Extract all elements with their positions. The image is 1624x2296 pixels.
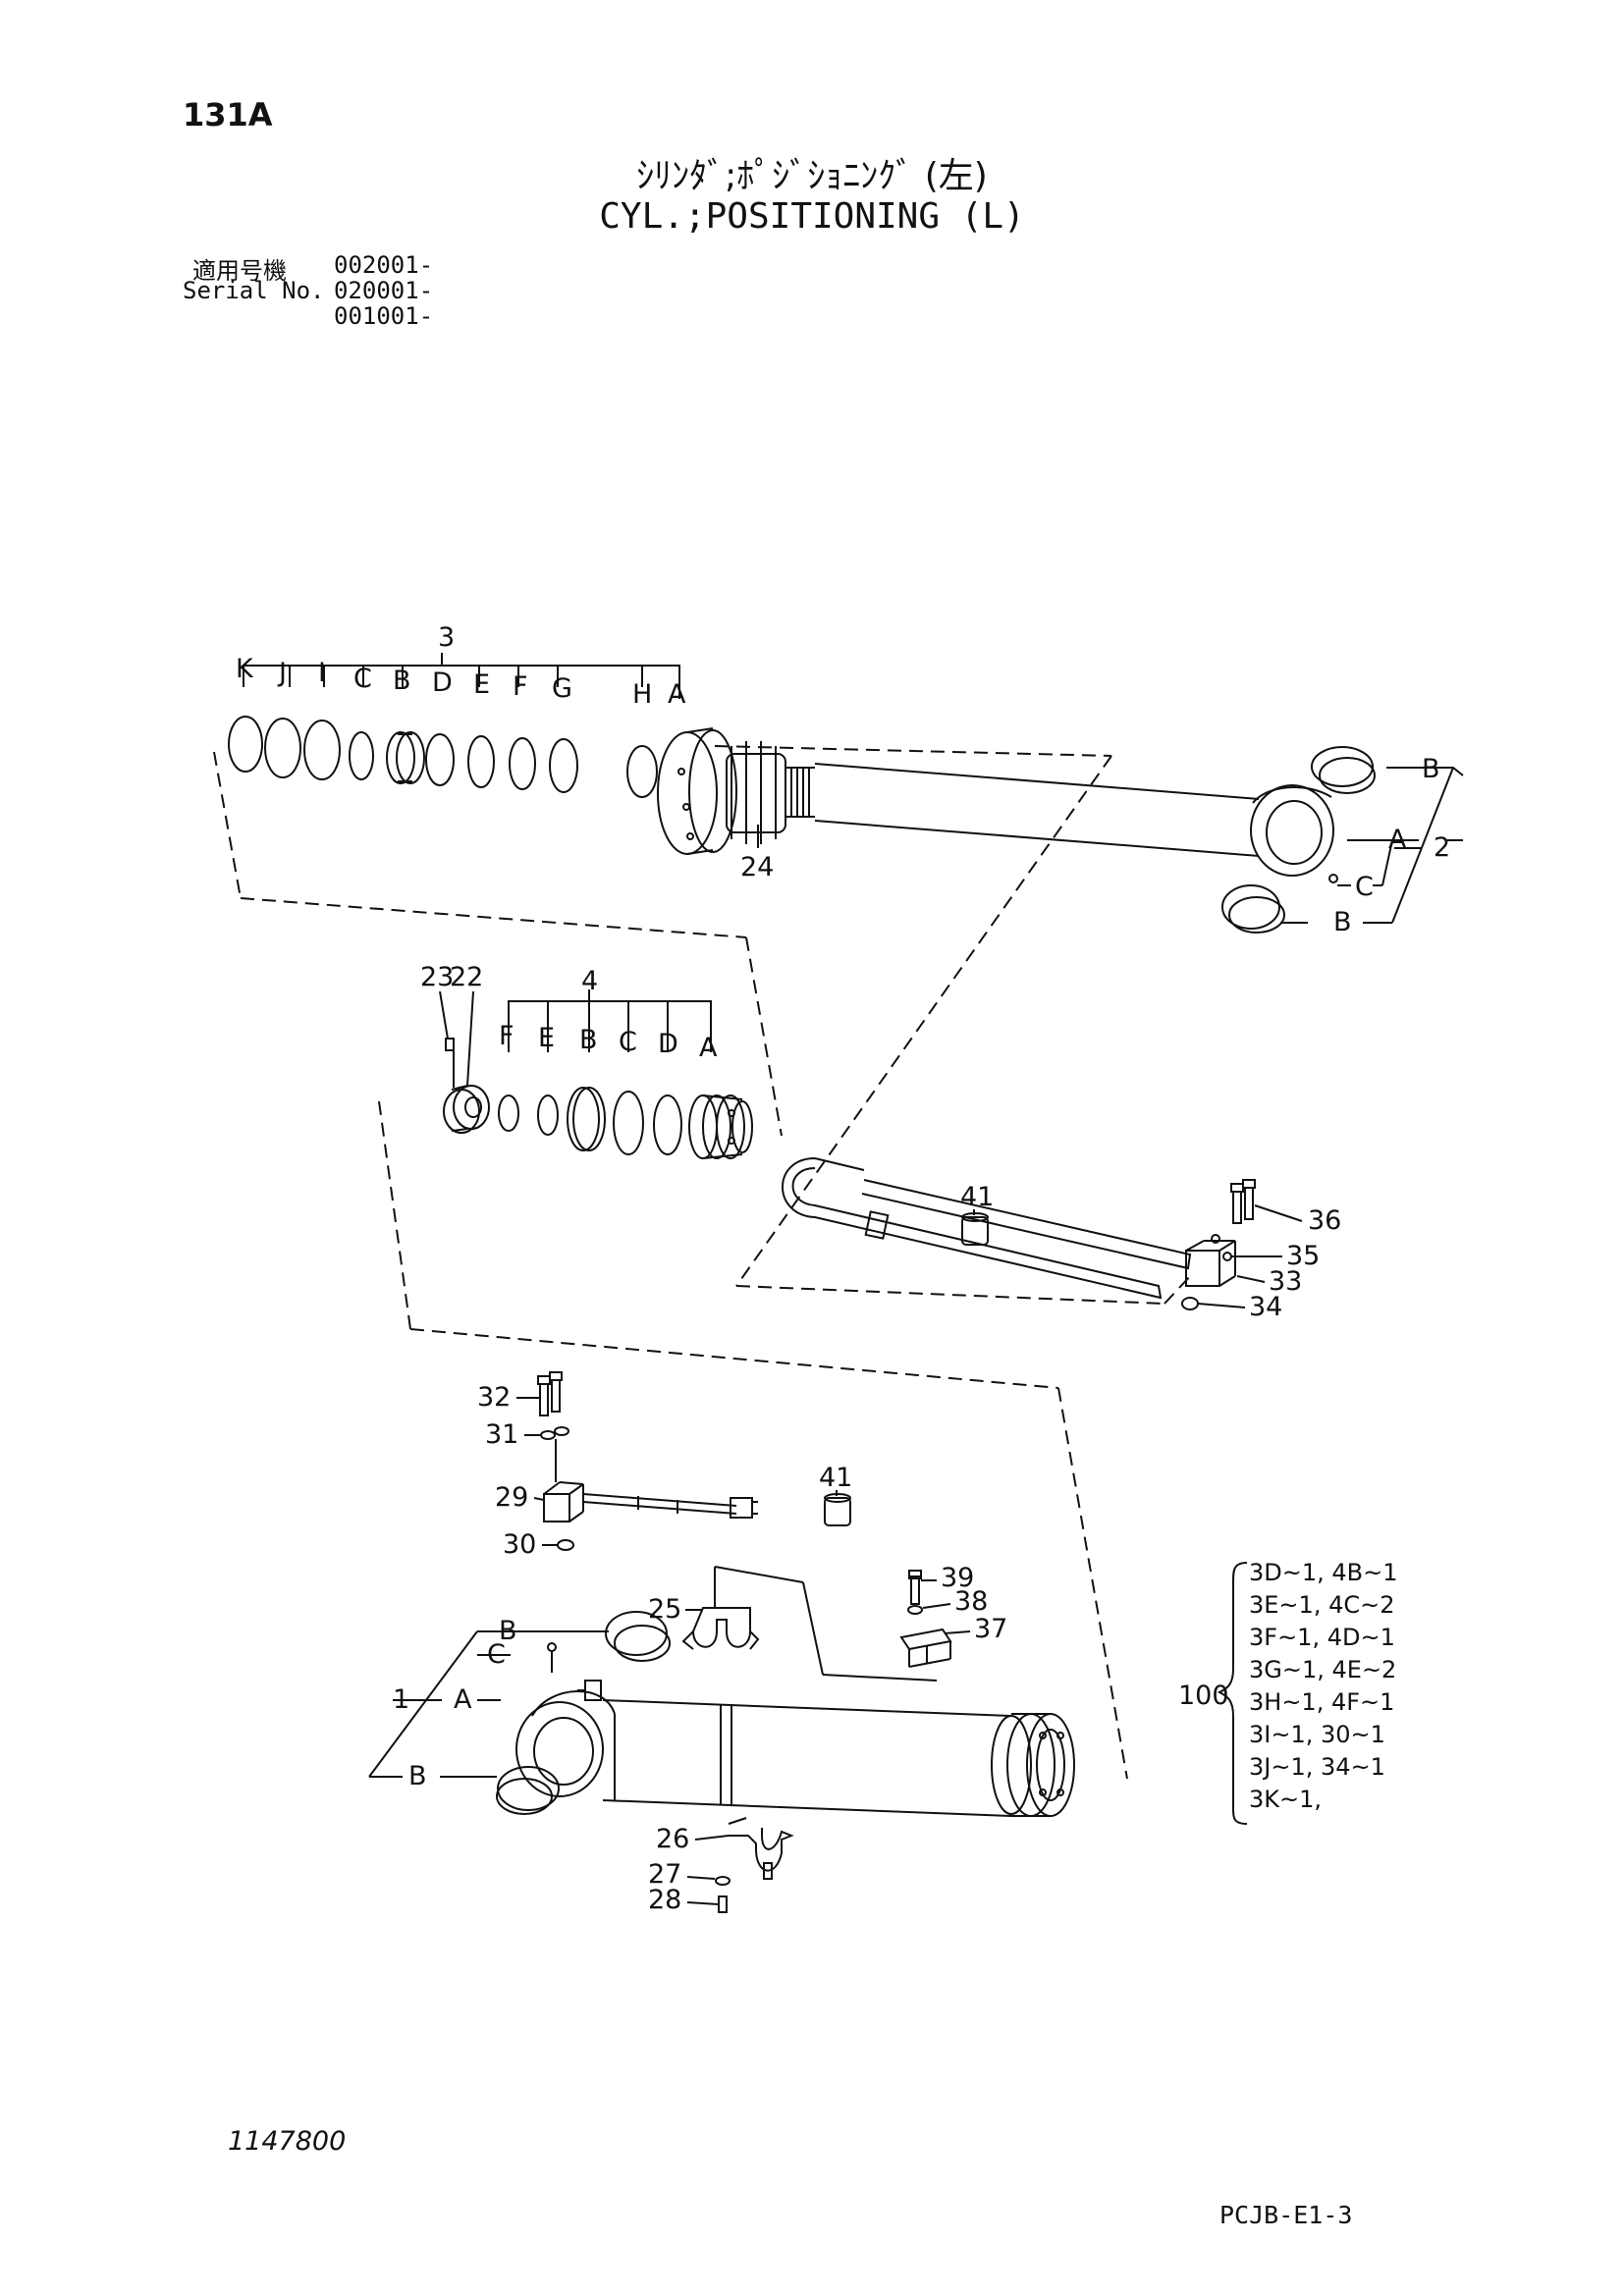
serial-label-english: Serial No. xyxy=(183,277,325,304)
kit-4-letter-b: B xyxy=(579,1025,598,1055)
kit-100-line: 3E~1, 4C~2 xyxy=(1249,1591,1394,1619)
kit-3-letter-i: I xyxy=(318,658,326,688)
upper-pipe-assembly xyxy=(782,1156,1256,1310)
rod-assembly-bracket xyxy=(1280,767,1464,924)
serial-number: 002001- xyxy=(334,251,434,279)
serial-number: 020001- xyxy=(334,277,434,304)
kit-3-seals xyxy=(228,716,658,798)
kit-3-letter-c: C xyxy=(353,664,372,694)
rod-assembly xyxy=(657,727,1376,934)
rod-letter-b-bottom: B xyxy=(1333,907,1352,937)
kit-3-letter-a: A xyxy=(668,679,686,710)
callout-part-38: 38 xyxy=(954,1586,988,1617)
kit-100-line: 3H~1, 4F~1 xyxy=(1249,1688,1394,1716)
callout-cylinder-assembly: 1 xyxy=(393,1684,409,1715)
kit-4-letter-d: D xyxy=(658,1029,678,1059)
clamps xyxy=(681,1566,952,1682)
tube-letter-c: C xyxy=(487,1639,506,1670)
callout-part-26: 26 xyxy=(656,1824,689,1854)
kit-100-line: 3J~1, 34~1 xyxy=(1249,1753,1385,1781)
callout-part-27: 27 xyxy=(648,1859,681,1890)
assembly-path-lines xyxy=(213,745,1195,1780)
callout-part-28: 28 xyxy=(648,1885,681,1915)
tube-letter-a: A xyxy=(454,1684,472,1715)
callout-rod-assembly: 2 xyxy=(1434,832,1450,863)
rod-letter-b-top: B xyxy=(1422,754,1440,784)
kit-100-line: 3G~1, 4E~2 xyxy=(1249,1656,1396,1683)
cylinder-tube-bracket xyxy=(368,1630,609,1778)
kit-3-letter-k: K xyxy=(236,654,254,684)
title-japanese: ｼﾘﾝﾀﾞ;ﾎﾟｼﾞｼｮﾆﾝｸﾞ (左) xyxy=(636,156,988,196)
callout-part-37: 37 xyxy=(974,1614,1007,1644)
callout-part-41-lower: 41 xyxy=(819,1463,852,1493)
tube-letter-b-bottom: B xyxy=(408,1761,427,1791)
serial-number: 001001- xyxy=(334,302,434,330)
callout-leaders xyxy=(439,825,1422,1905)
tube-letter-b-top: B xyxy=(499,1616,517,1646)
callout-part-39: 39 xyxy=(941,1563,974,1593)
support-bracket xyxy=(715,1817,794,1913)
kit-4-letter-c: C xyxy=(619,1027,637,1057)
kit-100-brace xyxy=(1217,1562,1248,1825)
kit-100-line: 3I~1, 30~1 xyxy=(1249,1721,1385,1748)
kit-4-letter-e: E xyxy=(538,1023,555,1053)
callout-part-24: 24 xyxy=(740,852,774,882)
callout-kit-3: 3 xyxy=(438,622,455,653)
kit-3-letter-e: E xyxy=(473,669,490,700)
kit-3-letter-b: B xyxy=(393,666,411,696)
callout-part-36: 36 xyxy=(1308,1205,1341,1236)
rod-letter-a: A xyxy=(1388,825,1407,855)
cylinder-tube xyxy=(496,1611,1075,1817)
kit-3-letter-f: F xyxy=(513,671,528,702)
callout-part-33: 33 xyxy=(1269,1266,1302,1297)
kit-3-letter-j: J xyxy=(277,658,287,688)
lower-pipe-assembly xyxy=(537,1371,851,1551)
title-english: CYL.;POSITIONING (L) xyxy=(599,196,1025,237)
kit-100-line: 3D~1, 4B~1 xyxy=(1249,1559,1398,1586)
kit-3-letter-d: D xyxy=(432,667,453,698)
callout-part-25: 25 xyxy=(648,1594,681,1625)
sheet-code: PCJB-E1-3 xyxy=(1219,2201,1353,2229)
serial-label-japanese: 適用号機 xyxy=(192,257,287,285)
kit-100-line: 3F~1, 4D~1 xyxy=(1249,1624,1395,1651)
kit-3-letter-h: H xyxy=(632,679,652,710)
callout-part-35: 35 xyxy=(1286,1241,1320,1271)
callout-part-30: 30 xyxy=(503,1529,536,1560)
callout-part-41-upper: 41 xyxy=(960,1182,994,1212)
kit-4-letter-f: F xyxy=(499,1021,514,1051)
callout-part-23: 23 xyxy=(420,962,454,992)
kit-4-letter-a: A xyxy=(699,1033,718,1063)
drawing-number: 1147800 xyxy=(228,2126,347,2157)
kit-4-bracket xyxy=(508,989,712,1052)
callout-part-29: 29 xyxy=(495,1482,528,1513)
piston-seals xyxy=(443,1038,753,1159)
callout-part-31: 31 xyxy=(485,1419,518,1450)
page-code: 131A xyxy=(183,96,273,133)
kit-3-bracket xyxy=(243,653,680,699)
callout-kit-100: 100 xyxy=(1178,1681,1229,1711)
callout-part-34: 34 xyxy=(1249,1292,1282,1322)
callout-part-22: 22 xyxy=(450,962,483,992)
kit-3-letter-g: G xyxy=(552,673,572,704)
rod-letter-c: C xyxy=(1355,872,1374,902)
callout-part-32: 32 xyxy=(477,1382,511,1413)
kit-100-line: 3K~1, xyxy=(1249,1786,1322,1813)
callout-kit-4: 4 xyxy=(581,966,598,996)
